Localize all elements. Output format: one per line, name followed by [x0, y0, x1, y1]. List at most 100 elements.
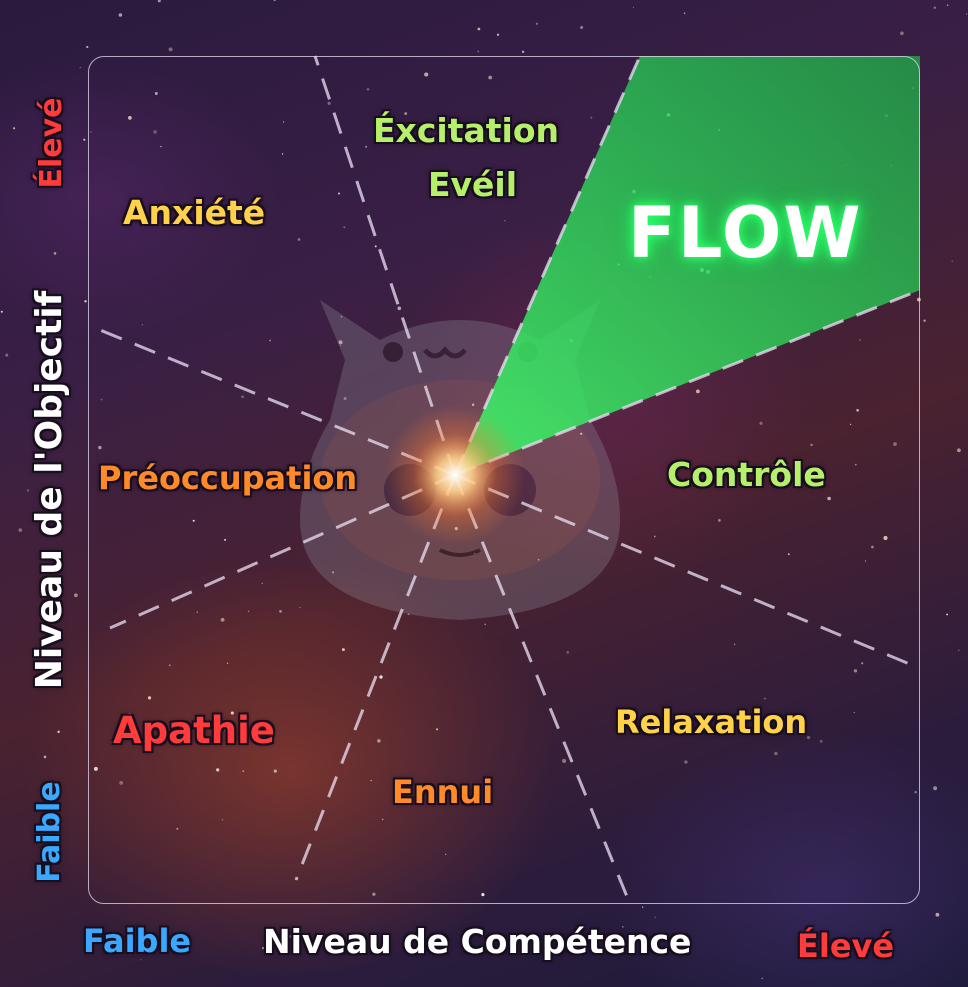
- star: [121, 717, 126, 721]
- star: [365, 145, 368, 148]
- star: [160, 145, 162, 148]
- star: [224, 538, 227, 541]
- star: [827, 496, 831, 501]
- star: [154, 92, 158, 95]
- star: [496, 33, 500, 36]
- center-glow: [385, 405, 525, 545]
- star: [239, 476, 241, 478]
- star: [696, 389, 700, 394]
- star: [718, 519, 721, 522]
- star: [5, 353, 9, 357]
- star: [947, 4, 949, 6]
- star: [946, 613, 948, 616]
- star: [951, 260, 953, 262]
- star: [477, 50, 480, 53]
- star: [859, 339, 861, 341]
- star: [26, 489, 30, 492]
- star: [893, 442, 897, 446]
- star: [340, 316, 343, 318]
- star: [684, 760, 688, 764]
- flow-label: FLOW: [628, 192, 863, 274]
- region-label-apathie: Apathie: [113, 709, 275, 752]
- star: [142, 468, 146, 473]
- star: [338, 340, 343, 345]
- star: [916, 297, 921, 302]
- star: [377, 739, 381, 743]
- star: [104, 470, 107, 473]
- star: [43, 755, 47, 759]
- star: [684, 947, 688, 951]
- star: [220, 617, 225, 622]
- star: [864, 560, 867, 562]
- star: [119, 780, 124, 785]
- star: [733, 643, 736, 646]
- star: [787, 553, 790, 556]
- star: [914, 791, 917, 794]
- star: [90, 131, 92, 133]
- star: [273, 769, 277, 773]
- star: [566, 651, 569, 654]
- star: [759, 421, 763, 425]
- star: [327, 101, 331, 105]
- region-label-controle: Contrôle: [667, 455, 826, 494]
- star: [372, 892, 376, 896]
- star: [933, 6, 936, 9]
- star: [535, 22, 538, 25]
- star: [168, 664, 171, 667]
- star: [57, 730, 60, 734]
- star: [966, 13, 968, 15]
- star: [477, 27, 481, 31]
- star: [280, 936, 285, 940]
- star: [157, 0, 161, 3]
- star: [279, 610, 282, 613]
- star: [216, 768, 220, 772]
- star: [74, 593, 78, 598]
- star: [230, 711, 234, 715]
- star: [118, 13, 123, 17]
- star: [128, 116, 132, 120]
- x-axis-label: Niveau de Compétence: [263, 922, 692, 961]
- star: [900, 31, 904, 36]
- star: [429, 942, 431, 945]
- star: [923, 319, 926, 322]
- star: [471, 403, 475, 406]
- star: [226, 662, 229, 664]
- star: [128, 713, 132, 716]
- star: [299, 606, 301, 609]
- star: [424, 72, 429, 77]
- star: [224, 729, 227, 732]
- star: [774, 751, 778, 756]
- star: [247, 610, 250, 613]
- star: [366, 87, 370, 91]
- star: [854, 463, 857, 466]
- star: [83, 138, 86, 141]
- star: [654, 916, 656, 919]
- star: [653, 535, 656, 538]
- star: [374, 245, 377, 248]
- star: [297, 238, 301, 241]
- flow-zone-wedge: [455, 56, 920, 475]
- star: [933, 786, 938, 791]
- star: [404, 112, 408, 115]
- star: [580, 432, 583, 435]
- star: [370, 779, 372, 782]
- star: [853, 711, 855, 714]
- star: [18, 528, 23, 532]
- star: [683, 12, 686, 15]
- star: [861, 662, 864, 665]
- star: [343, 396, 347, 401]
- star: [273, 0, 276, 2]
- star: [261, 946, 265, 950]
- region-label-anxiete: Anxiété: [123, 193, 266, 232]
- star: [935, 912, 940, 917]
- star: [79, 66, 81, 69]
- star: [521, 50, 525, 54]
- star: [763, 697, 766, 700]
- star: [337, 192, 341, 195]
- star: [153, 130, 157, 134]
- star: [341, 648, 345, 652]
- star: [883, 535, 888, 541]
- star: [407, 613, 410, 616]
- star: [856, 409, 859, 412]
- star: [590, 116, 593, 119]
